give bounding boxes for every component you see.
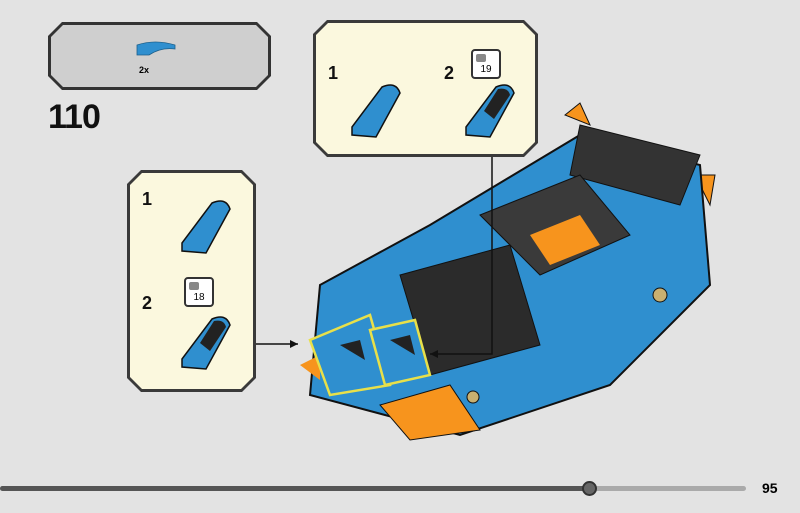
- car-model-illustration: [300, 102, 716, 441]
- sticker-indicator: 19: [471, 49, 501, 79]
- substep-number: 2: [444, 63, 455, 83]
- sticker-number: 18: [193, 292, 205, 303]
- progress-bar[interactable]: [0, 481, 746, 496]
- substep-number: 2: [142, 293, 153, 313]
- curved-slope-brick-icon: [135, 39, 179, 59]
- substep-number: 1: [328, 63, 339, 83]
- substep-callout-left: 1 2 18: [127, 170, 256, 392]
- stickered-slope-brick-icon: [176, 309, 236, 373]
- progress-thumb[interactable]: [582, 481, 598, 496]
- substep-callout-top: 1 2 19: [313, 20, 538, 157]
- progress-fill: [0, 486, 590, 491]
- page-number: 95: [762, 480, 778, 496]
- curved-slope-brick-icon: [346, 77, 406, 141]
- step-number: 110: [48, 98, 101, 136]
- substep-number: 1: [142, 189, 153, 209]
- parts-list-callout: 2x: [48, 22, 271, 90]
- part-quantity: 2x: [139, 65, 150, 75]
- curved-slope-brick-icon: [176, 193, 236, 257]
- sticker-number: 19: [480, 64, 492, 75]
- stickered-slope-brick-icon: [460, 77, 520, 141]
- sticker-indicator: 18: [184, 277, 214, 307]
